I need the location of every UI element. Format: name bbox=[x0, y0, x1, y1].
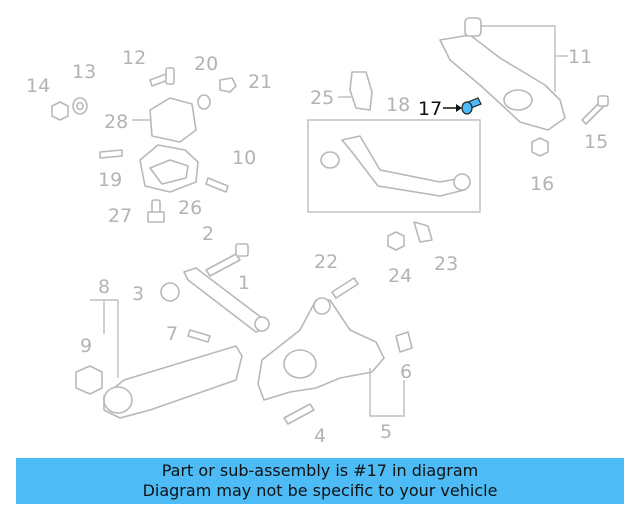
part-10-bolt bbox=[205, 177, 229, 193]
callout-3: 3 bbox=[132, 283, 144, 305]
part-1-link bbox=[183, 267, 270, 333]
callout-8: 8 bbox=[98, 276, 110, 298]
part-6-bushing bbox=[395, 331, 413, 353]
part-28-mount bbox=[132, 97, 197, 143]
callout-10: 10 bbox=[232, 147, 256, 169]
callout-4: 4 bbox=[314, 425, 326, 447]
knuckle-assembly bbox=[257, 297, 385, 401]
callout-19: 19 bbox=[98, 169, 122, 191]
callout-15: 15 bbox=[584, 131, 608, 153]
callout-22: 22 bbox=[314, 251, 338, 273]
callout-26: 26 bbox=[178, 197, 202, 219]
callout-12: 12 bbox=[122, 47, 146, 69]
part-17-bolt-highlighted bbox=[443, 97, 482, 115]
part-3-bushing bbox=[160, 282, 180, 302]
part-24-nut bbox=[387, 231, 405, 251]
part-12-bolt bbox=[149, 67, 175, 87]
part-27-stud bbox=[147, 199, 165, 223]
callout-6: 6 bbox=[400, 361, 412, 383]
callout-20: 20 bbox=[194, 53, 218, 75]
banner-line-2: Diagram may not be specific to your vehi… bbox=[142, 481, 498, 500]
parts-diagram: 1 2 3 4 5 6 7 8 9 10 11 12 13 14 15 16 1… bbox=[26, 17, 609, 447]
callout-2: 2 bbox=[202, 223, 214, 245]
part-4-bolt bbox=[283, 403, 315, 425]
callout-13: 13 bbox=[72, 61, 96, 83]
callout-9: 9 bbox=[80, 335, 92, 357]
part-9-bushing bbox=[75, 365, 103, 395]
callout-5: 5 bbox=[380, 421, 392, 443]
part-14-nut bbox=[51, 101, 69, 121]
callout-24: 24 bbox=[388, 265, 412, 287]
callout-17-highlighted: 17 bbox=[418, 98, 442, 120]
part-21-nut bbox=[219, 77, 237, 93]
part-7-bolt bbox=[187, 329, 211, 343]
part-16-nut bbox=[531, 137, 549, 157]
part-19-bolt bbox=[99, 149, 123, 159]
banner-line-1: Part or sub-assembly is #17 in diagram bbox=[161, 461, 479, 480]
part-20-washer bbox=[197, 94, 211, 110]
callout-27: 27 bbox=[108, 205, 132, 227]
callout-25: 25 bbox=[310, 87, 334, 109]
part-26-bracket bbox=[139, 144, 199, 193]
info-banner: Part or sub-assembly is #17 in diagram D… bbox=[16, 458, 624, 504]
callout-11: 11 bbox=[568, 46, 592, 68]
part-18-lateral-link-box bbox=[307, 119, 481, 213]
part-15-bolt bbox=[581, 95, 609, 125]
callout-14: 14 bbox=[26, 75, 50, 97]
part-23-clip bbox=[413, 221, 433, 243]
callout-16: 16 bbox=[530, 173, 554, 195]
callout-7: 7 bbox=[166, 323, 178, 345]
callout-28: 28 bbox=[104, 111, 128, 133]
callout-23: 23 bbox=[434, 253, 458, 275]
part-25-bracket bbox=[338, 71, 373, 111]
part-5-bracket-line bbox=[369, 368, 405, 417]
part-11-control-arm bbox=[439, 17, 568, 131]
part-22-bolt bbox=[331, 277, 359, 299]
callout-18: 18 bbox=[386, 94, 410, 116]
part-8-trailing-arm bbox=[90, 299, 243, 419]
part-2-bolt bbox=[205, 243, 249, 277]
callout-1: 1 bbox=[238, 272, 250, 294]
callout-21: 21 bbox=[248, 71, 272, 93]
part-13-washer bbox=[72, 97, 88, 115]
